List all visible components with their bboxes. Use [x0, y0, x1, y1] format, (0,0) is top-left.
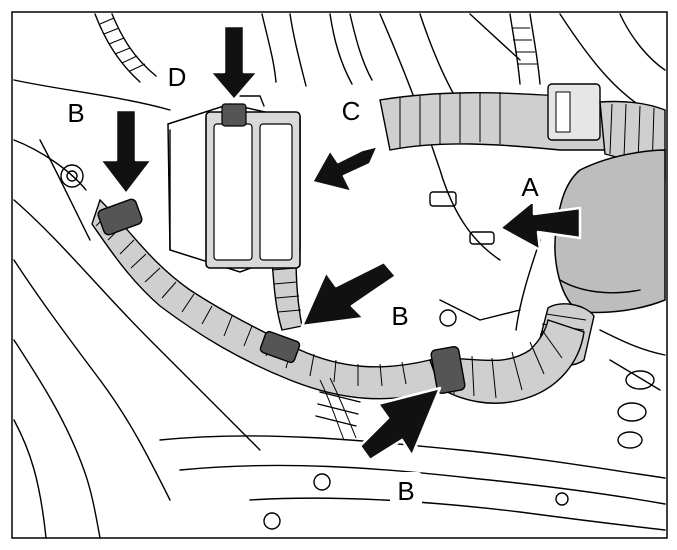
- label-b-bottom: B: [397, 476, 414, 506]
- upper-right-harness: [379, 13, 666, 182]
- label-b-left-bg: [60, 94, 92, 130]
- arrow-b-left: [98, 108, 154, 196]
- label-d: D: [168, 62, 187, 92]
- label-c-bg: [334, 92, 368, 128]
- label-b-middle-bg: [384, 298, 416, 334]
- label-b-left: B: [67, 98, 84, 128]
- arrow-b-centre: [300, 260, 398, 328]
- label-c: C: [342, 96, 361, 126]
- label-a-bg: [512, 168, 548, 204]
- label-b-middle: B: [391, 301, 408, 331]
- arrow-d: [208, 24, 260, 102]
- background-linework: [13, 13, 666, 539]
- relay-module: [167, 95, 301, 273]
- arrow-b-bottom: [358, 386, 442, 462]
- harness-clamp-left: [97, 198, 143, 236]
- arrow-a: [498, 198, 582, 252]
- harness-clamp-middle: [259, 330, 301, 364]
- label-b-bottom-bg: [390, 472, 422, 508]
- arrow-c: [310, 144, 380, 194]
- label-a: A: [521, 172, 539, 202]
- label-d-bg: [160, 58, 194, 94]
- callout-labels: D B C A B B: [60, 58, 548, 508]
- harness-clamp-right: [430, 345, 466, 395]
- callout-arrows: [98, 24, 582, 462]
